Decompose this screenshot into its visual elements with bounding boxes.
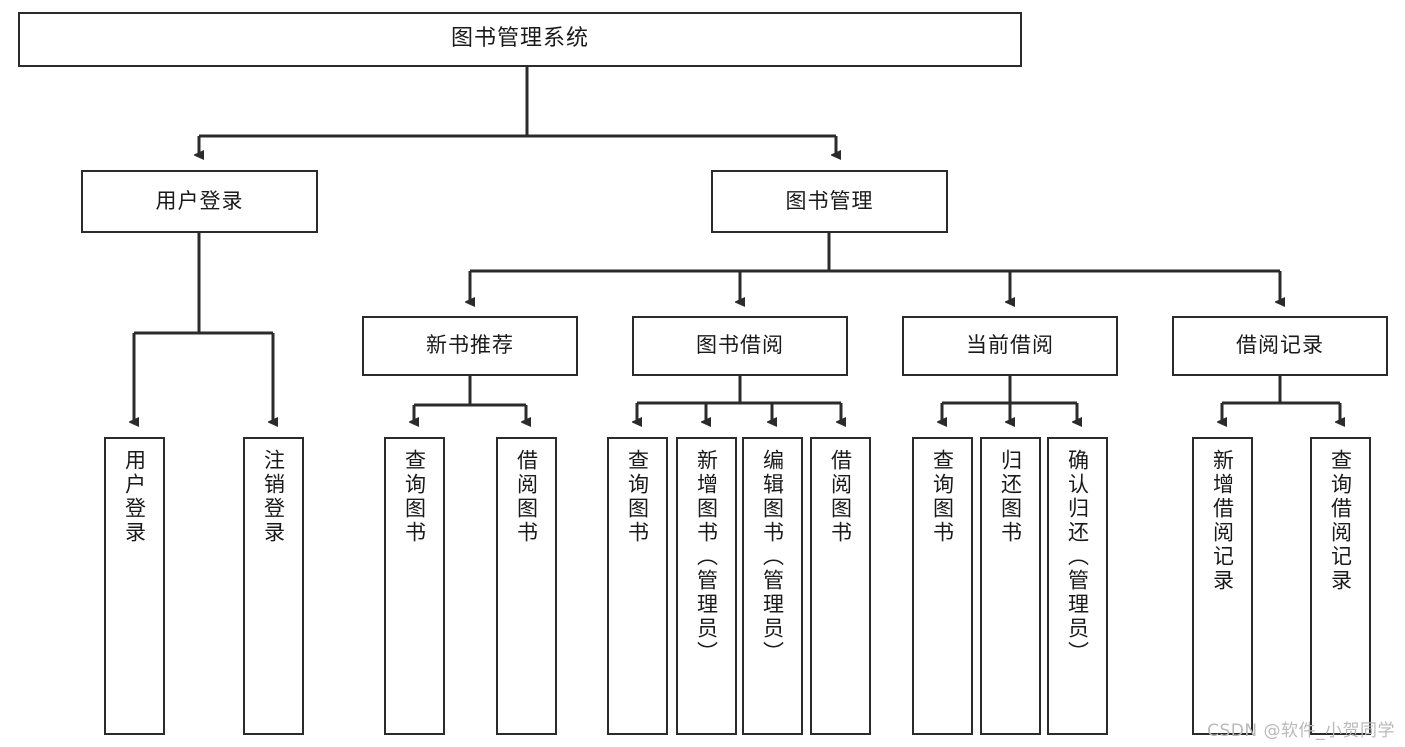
leaf-current-confirm-return-admin[interactable]: 确认归还（管理员） — [1047, 437, 1108, 735]
node-label: 新增借阅记录 — [1210, 449, 1235, 593]
node-label: 新增图书（管理员） — [694, 449, 719, 665]
node-label: 确认归还（管理员） — [1065, 449, 1090, 665]
leaf-user-login-login[interactable]: 用户登录 — [104, 437, 165, 735]
node-label: 借阅图书 — [828, 449, 853, 545]
node-book-borrow[interactable]: 图书借阅 — [632, 316, 848, 376]
node-label: 查询借阅记录 — [1328, 449, 1353, 593]
node-label: 注销登录 — [261, 449, 286, 545]
node-label: 借阅图书 — [514, 449, 539, 545]
node-root-book-management-system[interactable]: 图书管理系统 — [18, 12, 1022, 67]
node-current-borrow[interactable]: 当前借阅 — [902, 316, 1118, 376]
leaf-records-query-record[interactable]: 查询借阅记录 — [1310, 437, 1371, 735]
node-label: 查询图书 — [930, 449, 955, 545]
node-label: 归还图书 — [998, 449, 1023, 545]
leaf-borrow-add-book-admin[interactable]: 新增图书（管理员） — [676, 437, 737, 735]
csdn-watermark: CSDN @软件_小贺同学 — [1207, 721, 1395, 741]
node-label: 查询图书 — [402, 449, 427, 545]
node-borrow-records[interactable]: 借阅记录 — [1172, 316, 1388, 376]
node-book-management[interactable]: 图书管理 — [711, 170, 948, 233]
leaf-borrow-edit-book-admin[interactable]: 编辑图书（管理员） — [742, 437, 803, 735]
leaf-current-return-book[interactable]: 归还图书 — [980, 437, 1041, 735]
node-label: 当前借阅 — [966, 333, 1054, 358]
node-label: 编辑图书（管理员） — [760, 449, 785, 665]
leaf-recommend-borrow-book[interactable]: 借阅图书 — [496, 437, 557, 735]
leaf-user-login-logout[interactable]: 注销登录 — [243, 437, 304, 735]
node-label: 图书借阅 — [696, 333, 784, 358]
node-label: 图书管理 — [785, 188, 874, 213]
node-label: 查询图书 — [625, 449, 650, 545]
leaf-current-query-book[interactable]: 查询图书 — [912, 437, 973, 735]
leaf-borrow-borrow-book[interactable]: 借阅图书 — [810, 437, 871, 735]
node-label: 图书管理系统 — [450, 26, 589, 52]
node-label: 用户登录 — [122, 449, 147, 545]
node-label: 新书推荐 — [426, 333, 514, 358]
node-new-book-recommend[interactable]: 新书推荐 — [362, 316, 578, 376]
node-label: 用户登录 — [155, 188, 244, 213]
leaf-recommend-query-book[interactable]: 查询图书 — [384, 437, 445, 735]
node-user-login[interactable]: 用户登录 — [81, 170, 318, 233]
leaf-borrow-query-book[interactable]: 查询图书 — [607, 437, 668, 735]
leaf-records-add-record[interactable]: 新增借阅记录 — [1192, 437, 1253, 735]
node-label: 借阅记录 — [1236, 333, 1324, 358]
